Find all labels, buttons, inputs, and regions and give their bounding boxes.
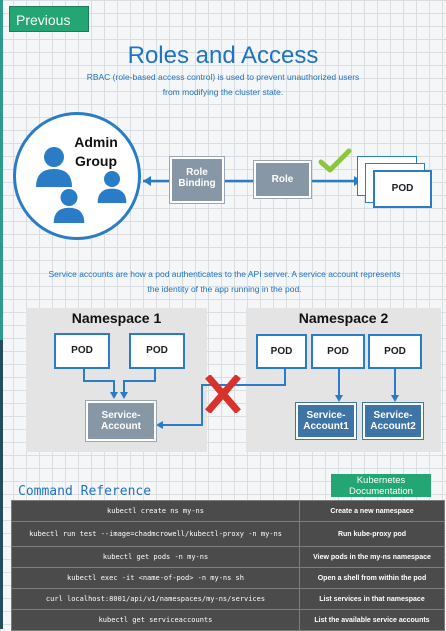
service-account-label-line2: Account: [101, 421, 141, 432]
description-cell: Open a shell from within the pod: [299, 567, 445, 589]
pod-box: POD: [54, 333, 110, 369]
user-icon: [53, 189, 85, 223]
description-cell: Create a new namespace: [299, 500, 445, 522]
table-row: curl localhost:8001/api/v1/namespaces/my…: [11, 588, 445, 610]
table-row: kubectl get serviceaccounts List the ava…: [11, 609, 445, 631]
docs-button-line2: Documentation: [349, 485, 413, 497]
pod-box: POD: [368, 334, 422, 369]
admin-group-circle: Admin Group: [13, 112, 141, 240]
user-icon: [97, 171, 127, 203]
service-account-box: Service- Account: [85, 400, 157, 442]
pod-box: POD: [373, 170, 432, 208]
page-subtitle: RBAC (role-based access control) is used…: [40, 70, 406, 100]
deny-x-icon: [205, 375, 241, 413]
page-subtitle-line2: from modifying the cluster state.: [162, 87, 284, 97]
command-reference-heading: Command Reference: [18, 484, 152, 499]
service-accounts-description: Service accounts are how a pod authentic…: [3, 267, 446, 297]
service-accounts-description-line1: Service accounts are how a pod authentic…: [48, 269, 401, 279]
admin-group-label: Admin Group: [66, 133, 126, 171]
table-row: kubectl get pods -n my-ns View pods in t…: [11, 546, 445, 568]
admin-group-label-line2: Group: [75, 153, 117, 169]
command-cell[interactable]: kubectl exec -it <name-of-pod> -n my-ns …: [11, 567, 300, 589]
description-cell: List the available service accounts: [299, 609, 445, 631]
command-cell[interactable]: kubectl get pods -n my-ns: [11, 546, 300, 568]
command-cell[interactable]: kubectl get serviceaccounts: [11, 609, 300, 631]
service-account2-label-line1: Service-: [373, 410, 413, 421]
user-icon: [36, 147, 72, 187]
docs-button-line1: Kubernetes: [356, 474, 406, 486]
table-row: kubectl run test --image=chadmcrowell/ku…: [11, 521, 445, 547]
pod-box: POD: [129, 333, 185, 369]
description-cell: List services in that namespace: [299, 588, 445, 610]
service-account2-label-line2: Account2: [370, 421, 416, 432]
kubernetes-documentation-button[interactable]: Kubernetes Documentation: [331, 474, 431, 497]
command-cell[interactable]: curl localhost:8001/api/v1/namespaces/my…: [11, 588, 300, 610]
table-row: kubectl exec -it <name-of-pod> -n my-ns …: [11, 567, 445, 589]
admin-group-label-line1: Admin: [74, 134, 118, 150]
service-account1-label-line2: Account1: [303, 421, 349, 432]
left-accent-bar-dark: [0, 340, 3, 629]
service-accounts-description-line2: the identity of the app running in the p…: [147, 284, 302, 294]
service-account-label-line1: Service-: [101, 410, 141, 421]
role-binding-box: Role Binding: [169, 156, 225, 204]
command-cell[interactable]: kubectl create ns my-ns: [11, 500, 300, 522]
left-accent-bar: [0, 0, 3, 629]
pod-box: POD: [256, 334, 307, 369]
role-binding-label-line1: Role: [186, 167, 208, 178]
command-reference-table: kubectl create ns my-ns Create a new nam…: [11, 500, 445, 631]
pod-box: POD: [311, 334, 365, 369]
role-box: Role: [253, 160, 312, 199]
role-binding-label-line2: Binding: [178, 178, 216, 189]
page-title: Roles and Access: [127, 42, 319, 69]
description-cell: View pods in the my-ns namespace: [299, 546, 445, 568]
previous-button[interactable]: Previous: [9, 6, 89, 32]
page-subtitle-line1: RBAC (role-based access control) is used…: [86, 72, 360, 82]
service-account2-box: Service- Account2: [362, 402, 424, 440]
command-cell[interactable]: kubectl run test --image=chadmcrowell/ku…: [11, 521, 300, 547]
service-account1-label-line1: Service-: [306, 410, 346, 421]
table-row: kubectl create ns my-ns Create a new nam…: [11, 500, 445, 522]
description-cell: Run kube-proxy pod: [299, 521, 445, 547]
check-icon: [318, 148, 352, 173]
service-account1-box: Service- Account1: [295, 402, 357, 440]
